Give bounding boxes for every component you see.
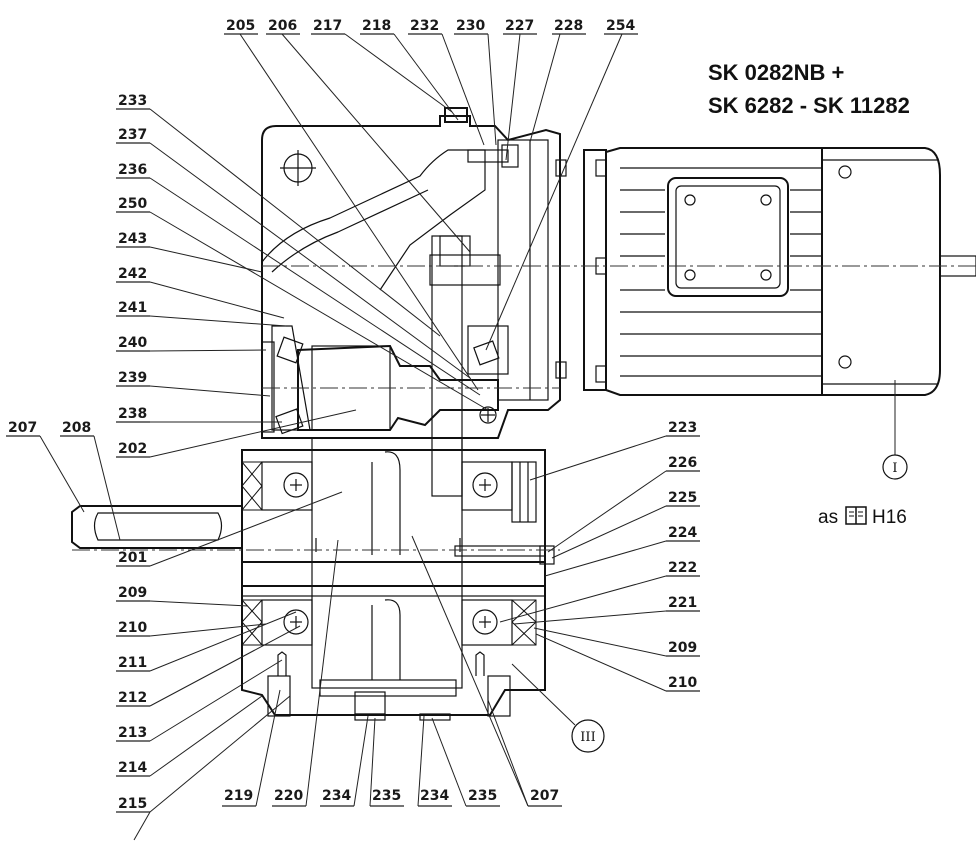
bearing-upper-right	[461, 461, 513, 511]
note-as: as	[818, 507, 838, 528]
part-label: 224	[668, 525, 697, 541]
part-label: 220	[274, 788, 303, 804]
part-label: 213	[118, 725, 147, 741]
part-label: 217	[313, 18, 342, 34]
part-label: 207	[530, 788, 559, 804]
part-label: 209	[118, 585, 147, 601]
part-label: 212	[118, 690, 147, 706]
part-label: 241	[118, 300, 147, 316]
part-label: 234	[322, 788, 351, 804]
part-label: 235	[372, 788, 401, 804]
right-labels: 223 226 225 224 222 221 209 210	[499, 420, 700, 692]
part-label: 201	[118, 550, 147, 566]
part-label: 206	[268, 18, 297, 34]
reference-note: as H16	[818, 506, 907, 528]
part-label: 226	[668, 455, 697, 471]
left-labels: 233 237 236 250 243 242 241 240 239 238 …	[116, 93, 489, 841]
part-label: 207	[8, 420, 37, 436]
part-label: 230	[456, 18, 485, 34]
part-label: 218	[362, 18, 391, 34]
part-label: 219	[224, 788, 253, 804]
part-label: 208	[62, 420, 91, 436]
part-label: 236	[118, 162, 147, 178]
title-line-2: SK 6282 - SK 11282	[708, 93, 910, 118]
bearing-lower-right	[461, 599, 513, 646]
part-label: 205	[226, 18, 255, 34]
part-label: 228	[554, 18, 583, 34]
marker-circle-motor	[882, 454, 908, 480]
part-label: 209	[668, 640, 697, 656]
part-label: 242	[118, 266, 147, 282]
part-label: 254	[606, 18, 635, 34]
part-label: 221	[668, 595, 697, 611]
note-ref: H16	[872, 507, 907, 528]
part-label: 238	[118, 406, 147, 422]
book-icon	[845, 506, 867, 525]
part-label: 210	[118, 620, 147, 636]
part-label: 225	[668, 490, 697, 506]
bearing-upper-left	[261, 461, 313, 511]
part-label: 237	[118, 127, 147, 143]
motor	[555, 147, 976, 396]
part-label: 240	[118, 335, 147, 351]
shaft-labels: 207 208	[6, 420, 121, 541]
top-labels: 205 206 217 218 232 230 227 228 254	[224, 18, 638, 391]
title-line-1: SK 0282NB +	[708, 60, 844, 85]
part-label: 222	[668, 560, 697, 576]
part-label: 233	[118, 93, 147, 109]
part-label: 232	[410, 18, 439, 34]
part-label: 239	[118, 370, 147, 386]
part-label: 250	[118, 196, 147, 212]
part-label: 223	[668, 420, 697, 436]
marker-motor: I	[892, 461, 897, 476]
part-label: 214	[118, 760, 147, 776]
part-label: 234	[420, 788, 449, 804]
bottom-labels: 219 220 234 235 234 235 207	[222, 535, 562, 807]
part-label: 202	[118, 441, 147, 457]
part-label: 211	[118, 655, 147, 671]
part-label: 243	[118, 231, 147, 247]
marker-housing: III	[580, 730, 595, 745]
part-label: 215	[118, 796, 147, 812]
part-label: 210	[668, 675, 697, 691]
part-label: 235	[468, 788, 497, 804]
part-label: 227	[505, 18, 534, 34]
marker-circle-housing	[571, 719, 605, 753]
